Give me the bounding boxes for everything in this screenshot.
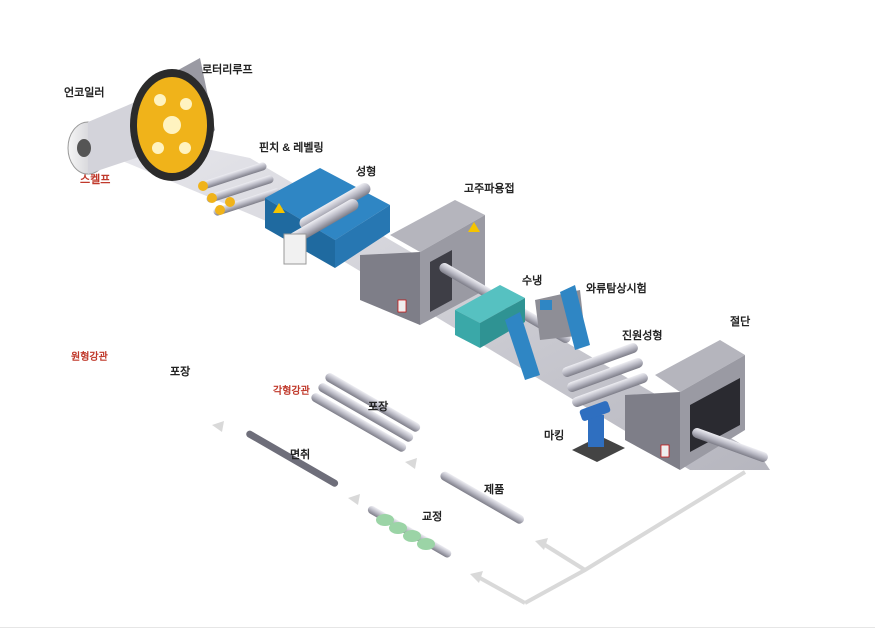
forming-machine [265, 168, 390, 268]
cutting-machine [625, 340, 768, 470]
chamfer-pipe [246, 430, 339, 487]
label-chamfer: 면취 [290, 449, 311, 461]
label-square-pipe: 각형강관 [273, 386, 310, 397]
label-cooling: 수냉 [522, 275, 543, 287]
label-packing-square: 포장 [368, 401, 389, 413]
label-cutting: 절단 [730, 316, 751, 328]
rotary-loop-machine [130, 58, 215, 181]
label-hf-welding: 고주파용접 [464, 183, 515, 195]
label-product: 제품 [484, 484, 505, 496]
pinch-leveling-rolls [198, 162, 281, 216]
label-eddy-test: 와류탐상시험 [586, 283, 647, 295]
straightening-unit [367, 506, 452, 558]
label-straightening: 교정 [422, 511, 443, 523]
water-cooling-unit [455, 285, 525, 348]
eddy-current-tester [505, 285, 590, 380]
bottom-divider [0, 627, 875, 628]
square-pipe-bundle [311, 373, 421, 452]
label-forming: 성형 [356, 166, 377, 178]
label-sizing: 진원성형 [622, 330, 663, 342]
label-skelp: 스켈프 [80, 174, 111, 186]
label-round-pipe: 원형강관 [71, 352, 108, 363]
hf-welding-machine [360, 200, 485, 325]
product-pipe [440, 471, 524, 524]
label-rotary-loop: 로터리루프 [202, 64, 253, 76]
label-uncoiler: 언코일러 [64, 87, 105, 99]
return-arrows [212, 421, 747, 605]
label-marking: 마킹 [544, 430, 565, 442]
label-pinch-leveling: 핀치 & 레벨링 [259, 142, 324, 154]
sizing-rolls [562, 343, 648, 407]
label-packing-round: 포장 [170, 366, 191, 378]
marking-robot [572, 401, 625, 462]
